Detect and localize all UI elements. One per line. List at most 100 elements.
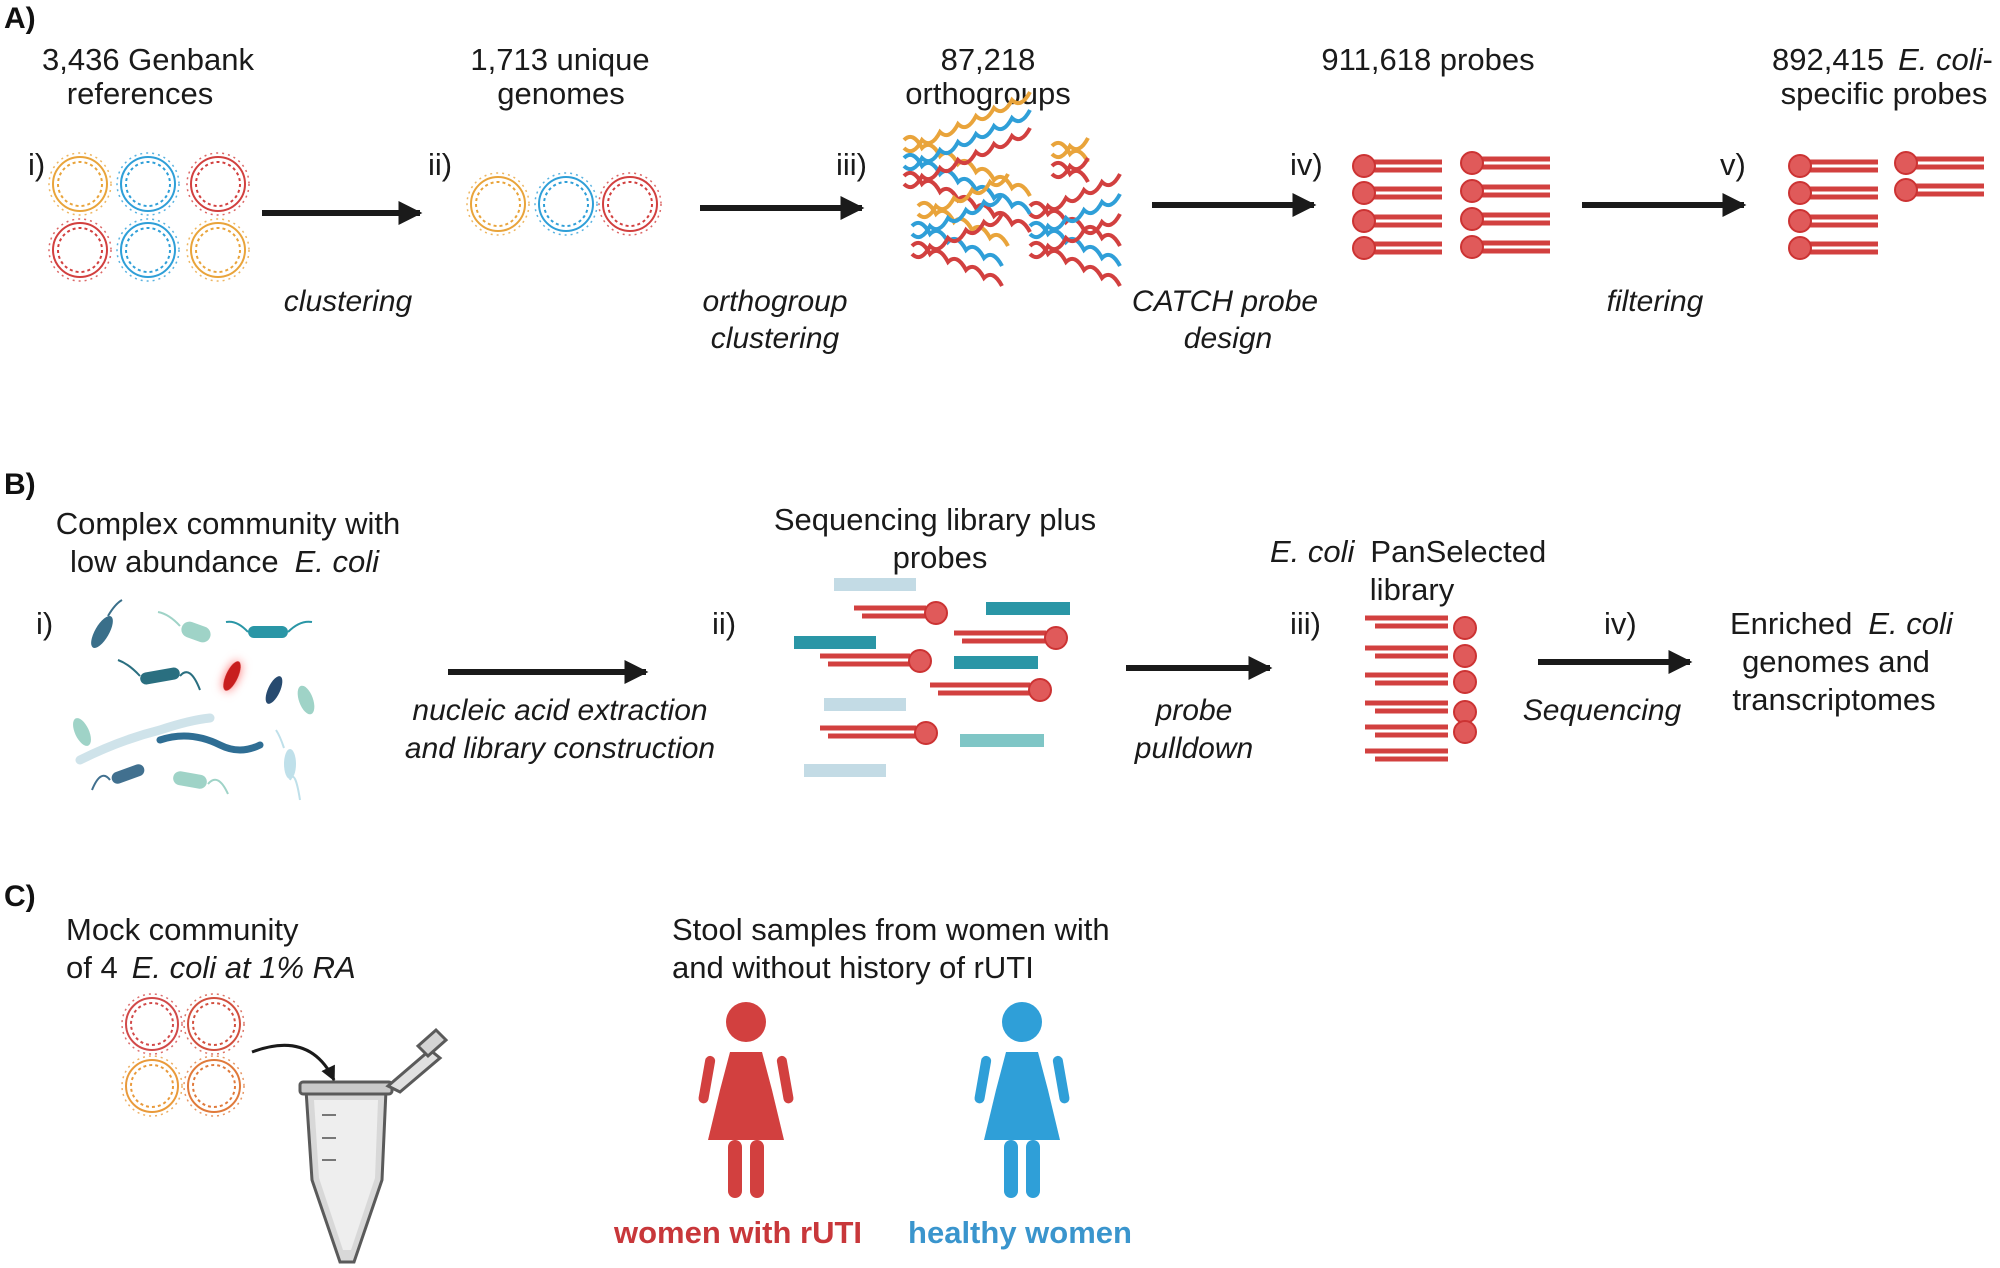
probe-icon [1894,151,1984,175]
step-b1-text: low abundance [70,544,279,579]
flagellum [275,729,285,749]
panselected-probe [1365,748,1448,762]
panselected-probe-library [1365,615,1477,762]
panel-label-b: B) [4,468,36,501]
step-b1-title-line1: Complex community with [56,506,401,541]
library-probe [930,678,1052,702]
head [726,1002,766,1042]
probe-icon [1460,179,1550,203]
library-fragment [824,698,906,711]
library-fragment [986,602,1070,615]
legend-women-with-rUTI: women with rUTI [613,1215,862,1250]
bacterium-icon [181,621,211,643]
probe-set-a4 [1352,151,1550,260]
probe-icon [1352,154,1442,178]
library-probe [820,721,938,745]
step-b2-title-line2: probes [893,540,988,575]
step-a4-numeral: iv) [1290,147,1323,182]
woman-rUTI-icon [698,1002,794,1198]
step-a5-suffix: - [1982,42,1992,77]
step-b1-italic: E. coli [295,544,381,579]
plasmid-icon [186,218,250,282]
plasmid-icon [186,152,250,216]
dna-strand [1050,157,1090,183]
arrow-sequencing-label: Sequencing [1523,694,1682,727]
plasmid-icon [466,172,530,236]
flagellum [157,611,181,627]
flagellum [117,659,141,677]
plasmid-icon [48,218,112,282]
library-fragment [834,578,916,591]
arrow-catch-label-line1: CATCH probe [1132,285,1318,318]
dress [708,1052,784,1140]
plasmid-group-a1 [48,152,250,282]
arrow-orthogroup-label-line1: orthogroup [702,285,847,318]
microcentrifuge-tube [298,1027,449,1264]
probe-icon [1788,209,1878,233]
arrow-extraction-label-line1: nucleic acid extraction [412,694,707,727]
step-b3-italic: E. coli [1270,534,1356,569]
leg [728,1140,742,1198]
dna-strand [1028,213,1122,287]
mock-community-plasmids [121,993,245,1117]
bacterium-icon [111,764,145,784]
panselected-probe [1365,700,1477,724]
dna-strand [910,213,1004,287]
dna-strand [916,173,1010,247]
probe-icon [1352,209,1442,233]
arm [1052,1055,1070,1104]
step-a3-title-line2: orthogroups [905,76,1070,111]
panselected-probe [1365,644,1477,668]
plasmid-icon [116,218,180,282]
healthy-woman-icon [974,1002,1070,1198]
leg [750,1140,764,1198]
mock-text: of 4 [66,950,118,985]
arm [974,1055,992,1104]
step-a5-numeral: v) [1720,147,1746,182]
step-a2-title-line2: genomes [497,76,625,111]
dna-strand [902,109,1032,215]
step-a2-numeral: ii) [428,147,452,182]
bacterium-icon [297,685,315,715]
library-fragment [804,764,886,777]
dress [984,1052,1060,1140]
bacterium-icon [173,771,207,789]
spirochete [156,732,264,754]
plasmid-icon [48,152,112,216]
plasmid-icon [116,152,180,216]
bacterium-icon [140,667,180,685]
flagellum [91,774,111,791]
mock-title-line1: Mock community [66,912,299,947]
panselected-probe [1365,670,1477,694]
flagellum [289,775,301,801]
plasmid-icon [121,993,183,1055]
probe-icon [1460,151,1550,175]
plasmid-group-a2 [466,172,662,236]
bacterium-icon [284,749,296,779]
spirochete [75,713,215,765]
step-b4-title-line3: transcriptomes [1732,682,1935,717]
plasmid-icon [598,172,662,236]
step-a1-numeral: i) [28,147,45,182]
step-a3-numeral: iii) [836,147,867,182]
probe-icon [1788,181,1878,205]
step-b4-numeral: iv) [1604,606,1637,641]
probe-icon [1894,178,1984,202]
legend-healthy-women: healthy women [908,1215,1132,1250]
section-a: 3,436 Genbank references i) clustering 1… [28,42,1993,355]
bacterium-icon [248,626,288,638]
probe-set-a5 [1788,151,1984,260]
step-b4-text: Enriched [1730,606,1852,641]
plasmid-icon [183,993,245,1055]
step-a5-count: 892,415 [1772,42,1884,77]
curved-arrow [251,1043,336,1082]
stool-title-line2: and without history of rUTI [672,950,1034,985]
step-b3-numeral: iii) [1290,606,1321,641]
library-probe [820,649,932,673]
step-b1-title-line2: low abundance E. coli [70,544,380,579]
panselected-probe [1365,720,1477,744]
